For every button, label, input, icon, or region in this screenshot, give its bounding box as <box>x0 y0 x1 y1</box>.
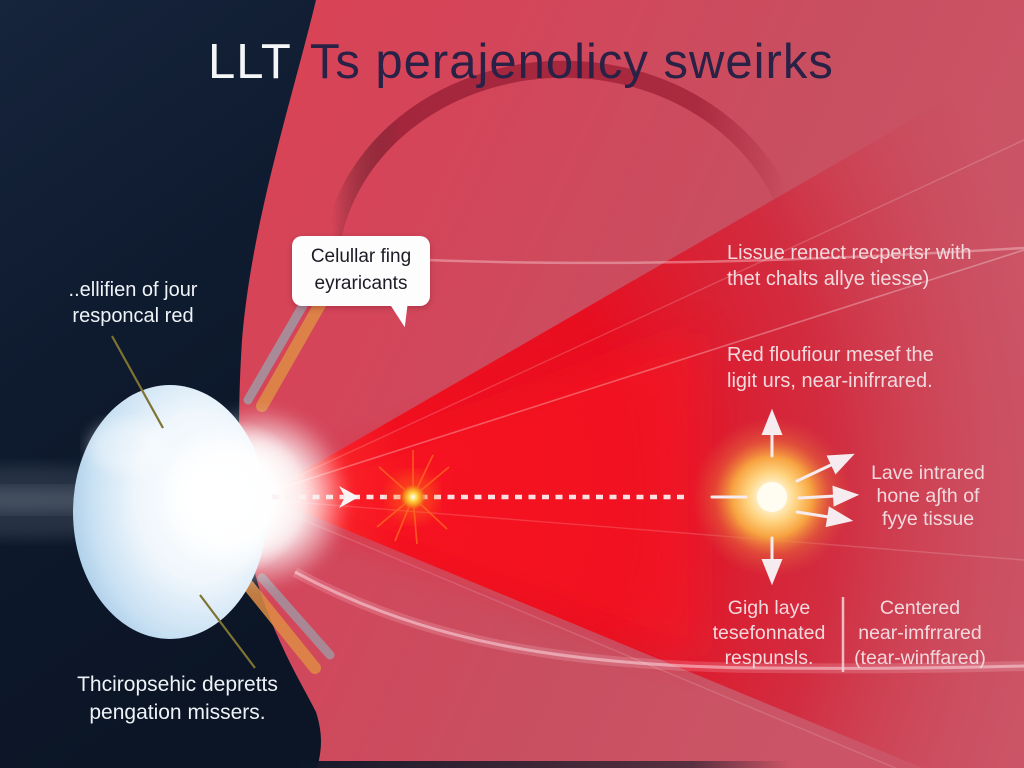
beam-fan-lines <box>267 139 1024 768</box>
absorption-glow <box>692 417 852 577</box>
fan-arrow-middle <box>797 485 860 507</box>
bottom-dark-strip <box>300 761 790 768</box>
photon-starburst <box>376 450 450 545</box>
tissue-arc <box>323 60 796 244</box>
beam-direction-chevron <box>339 486 359 508</box>
laser-lens <box>73 385 350 639</box>
scatter-arrows <box>710 408 860 586</box>
fan-arrow-lower <box>795 506 854 528</box>
leader-lines <box>111 335 256 669</box>
dotted-beam-line <box>272 486 688 508</box>
fan-arrow-upper <box>795 453 855 483</box>
